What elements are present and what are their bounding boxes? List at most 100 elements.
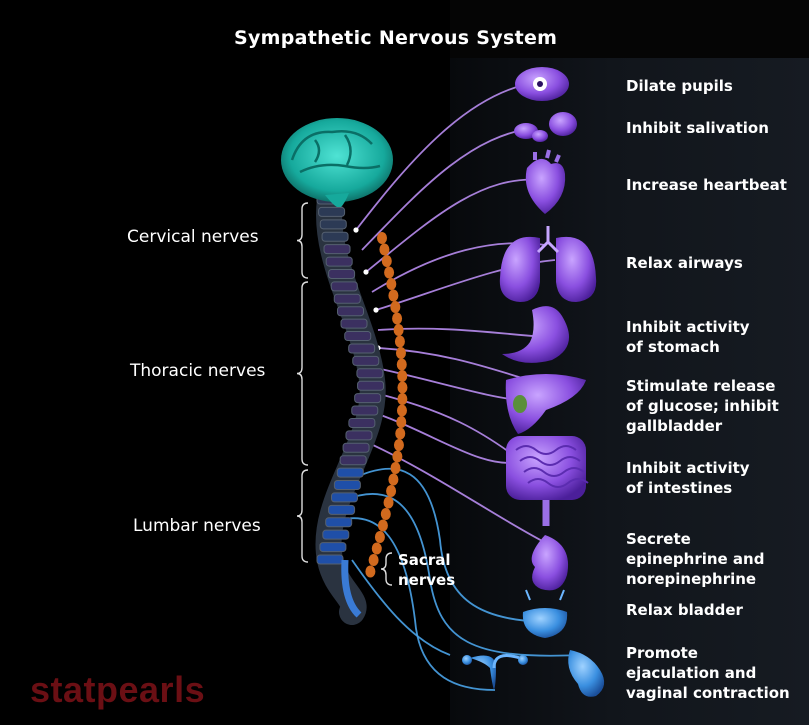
nerve-fiber: [344, 493, 581, 657]
effect-label-line: ejaculation and: [626, 664, 757, 682]
vertebra: [352, 355, 380, 366]
effect-label-line: gallbladder: [626, 417, 723, 435]
liver-icon: [505, 374, 586, 434]
nerve-fiber: [349, 467, 546, 623]
vertebra: [316, 554, 344, 565]
effect-label-line: vaginal contraction: [626, 684, 790, 702]
vertebra: [357, 380, 385, 391]
sympathetic-ganglion-chain: [365, 232, 408, 578]
vertebra: [330, 281, 358, 292]
synapse-dot: [353, 227, 359, 233]
ganglion: [384, 266, 395, 279]
nerve-fiber: [365, 178, 541, 273]
ganglion: [390, 462, 401, 474]
ganglion: [395, 347, 406, 359]
sacrum: [341, 559, 362, 618]
ganglion: [374, 531, 385, 543]
lumbar-nerves-label: Lumbar nerves: [133, 516, 261, 536]
effect-label-line: norepinephrine: [626, 570, 757, 588]
ganglion: [396, 404, 407, 417]
nerve-fiber: [361, 127, 536, 251]
vertebra: [322, 529, 350, 540]
effect-label-line: Stimulate release: [626, 377, 776, 395]
vertebra: [325, 256, 353, 267]
lungs-icon: [499, 226, 597, 302]
ganglion: [386, 278, 397, 290]
effect-label: Relax airways: [626, 253, 743, 273]
ganglion: [388, 473, 399, 486]
heart-icon: [525, 149, 566, 214]
effect-label-line: of stomach: [626, 338, 720, 356]
nerve-fiber: [351, 559, 451, 656]
ganglion: [393, 439, 404, 451]
effect-label-line: Secrete: [626, 530, 691, 548]
vertebra: [321, 231, 349, 242]
ganglion: [386, 485, 397, 497]
bladder-icon: [522, 589, 568, 638]
nerve-fiber: [375, 367, 521, 401]
vertebra: [325, 517, 353, 528]
vertebra: [351, 405, 379, 416]
ganglion: [379, 243, 390, 256]
vertebra: [336, 467, 364, 478]
ganglion: [388, 289, 399, 302]
vertebra: [318, 206, 346, 217]
effect-label: Increase heartbeat: [626, 175, 787, 195]
vertebra: [328, 268, 356, 279]
lumbar-bracket: [296, 469, 309, 563]
effect-label-line: Increase heartbeat: [626, 176, 787, 194]
ganglion: [368, 554, 379, 566]
intestines-icon: [506, 436, 589, 526]
synapse-dot: [373, 307, 379, 313]
nerve-fiber: [355, 81, 541, 231]
effect-label-line: Inhibit salivation: [626, 119, 769, 137]
ganglion: [380, 508, 391, 520]
ganglion: [397, 370, 408, 382]
effect-label-line: Promote: [626, 644, 698, 662]
reproductive-organs-icon: [462, 650, 605, 697]
sacral-label-line-2: nerves: [398, 571, 456, 589]
vertebra: [340, 318, 368, 329]
cervical-bracket: [296, 202, 309, 279]
statpearls-logo: statpearls: [30, 669, 206, 710]
vertebra: [330, 492, 358, 503]
vertebra: [354, 393, 382, 404]
vertebra: [323, 244, 351, 255]
effect-label: Relax bladder: [626, 600, 743, 620]
ganglion: [377, 519, 388, 532]
eye-icon: [515, 67, 569, 101]
nerve-fiber: [365, 409, 521, 464]
organ-panel-top-shadow: [450, 0, 809, 58]
sacral-label-line-1: Sacral: [398, 551, 451, 569]
vertebra: [348, 343, 376, 354]
ganglion: [365, 565, 376, 578]
ganglion: [381, 255, 392, 267]
vertebra: [328, 504, 356, 515]
effect-label-line: Inhibit activity: [626, 318, 750, 336]
effect-label-line: Relax airways: [626, 254, 743, 272]
vertebra: [348, 417, 376, 428]
cervical-nerves-label: Cervical nerves: [127, 227, 259, 247]
effect-label: Dilate pupils: [626, 76, 733, 96]
vertebra: [336, 306, 364, 317]
ganglion: [393, 324, 404, 336]
nerve-fiber: [361, 439, 551, 546]
ganglion: [396, 358, 407, 371]
ganglion: [371, 542, 382, 555]
ganglion: [396, 416, 407, 428]
target-organs: [462, 67, 605, 697]
effect-label: Inhibit salivation: [626, 118, 769, 138]
vertebra: [339, 455, 367, 466]
ganglion: [390, 301, 401, 313]
organ-panel-background: [450, 0, 809, 725]
stomach-icon: [502, 306, 570, 363]
vertebra: [345, 430, 373, 441]
sacral-bracket: [380, 552, 393, 586]
synapse-dot: [363, 269, 369, 275]
ganglion: [392, 312, 403, 325]
